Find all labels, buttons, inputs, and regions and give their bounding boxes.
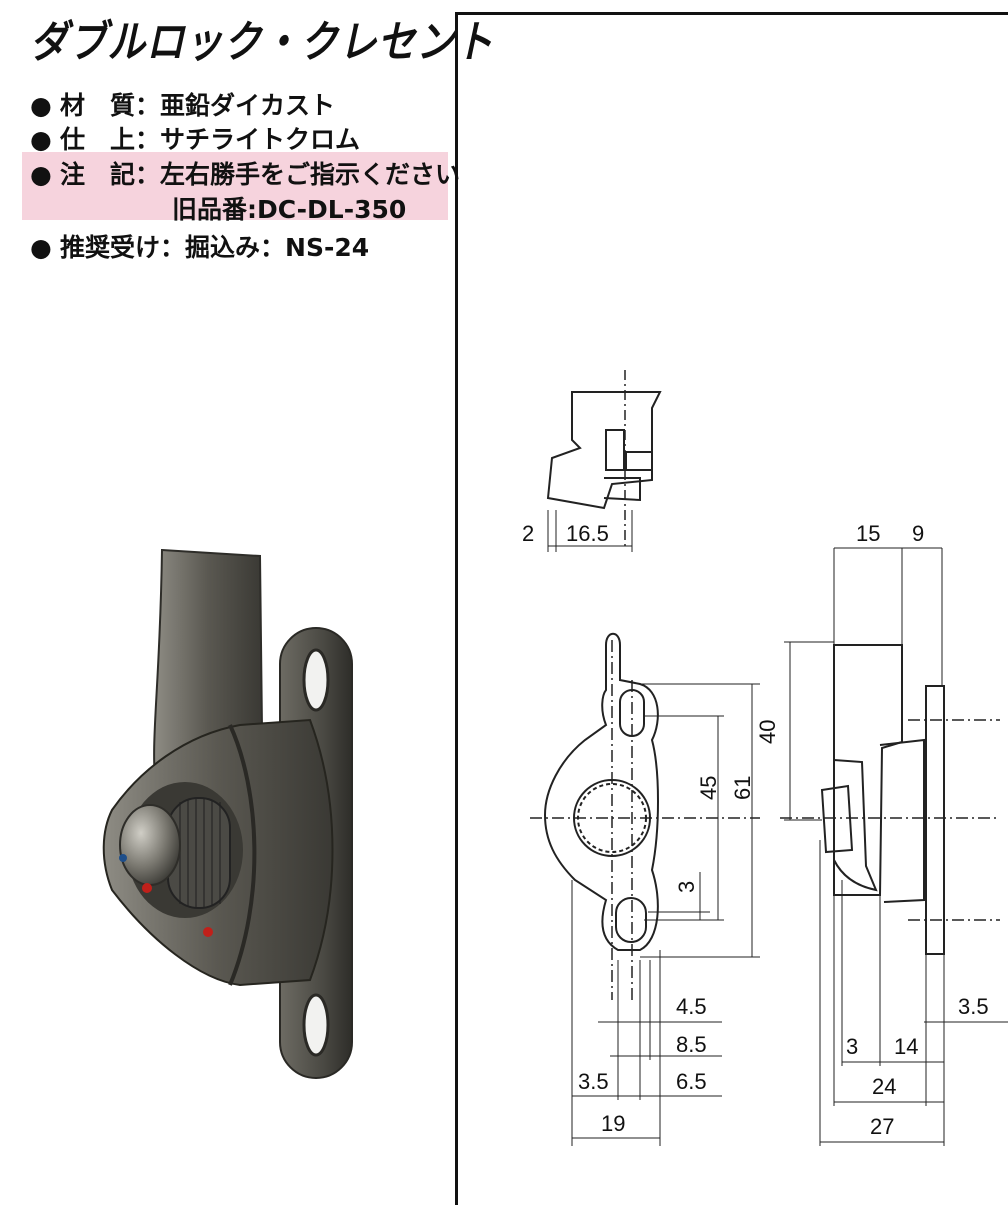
indicator-dot [203, 927, 213, 937]
bullet-icon: ● [30, 91, 52, 120]
product-title: ダブルロック・クレセント [30, 17, 494, 68]
dim-label: 2 [522, 521, 534, 546]
spec-finish: ● 仕 上：サチライトクロム [30, 120, 360, 156]
spec-sep: ： [135, 91, 161, 120]
spec-sep: ： [135, 160, 161, 189]
spec-note: ● 注 記：左右勝手をご指示ください [30, 155, 460, 191]
dim-label: 19 [601, 1111, 625, 1136]
screw-slot-bottom [302, 993, 330, 1057]
dim-label: 4.5 [676, 994, 707, 1019]
drawing-frame [455, 12, 1008, 1205]
spec-sep: ： [160, 233, 186, 262]
spec-value: 左右勝手をご指示ください [160, 160, 461, 189]
dim-label: 27 [870, 1114, 894, 1139]
dim-label: 3.5 [958, 994, 989, 1019]
spec-label: 注 記 [60, 160, 136, 189]
bullet-icon: ● [30, 125, 52, 154]
bullet-icon: ● [30, 160, 52, 189]
spec-receiver: ● 推奨受け：掘込み：NS-24 [30, 228, 369, 264]
dim-label: 24 [872, 1074, 896, 1099]
dim-label: 9 [912, 521, 924, 546]
dim-label: 6.5 [676, 1069, 707, 1094]
spec-label: 材 質 [60, 91, 136, 120]
dim-label: 15 [856, 521, 880, 546]
dim-label: 40 [755, 720, 780, 744]
spec-label: 仕 上 [60, 125, 136, 154]
dim-label: 8.5 [676, 1032, 707, 1057]
dim-label: 16.5 [566, 521, 609, 546]
spec-label: 推奨受け [60, 233, 161, 262]
old-part-number: 旧品番:DC-DL-350 [172, 195, 407, 224]
bullet-icon: ● [30, 233, 52, 262]
spec-value: 掘込み：NS-24 [185, 233, 370, 262]
spec-material: ● 材 質：亜鉛ダイカスト [30, 86, 335, 122]
dim-label: 3 [674, 881, 699, 893]
dim-label: 3.5 [578, 1069, 609, 1094]
spec-value: 亜鉛ダイカスト [160, 91, 336, 120]
product-photo [102, 548, 353, 1079]
dim-label: 45 [696, 776, 721, 800]
spec-value: サチライトクロム [160, 125, 361, 154]
dim-label: 14 [894, 1034, 918, 1059]
dim-label: 61 [730, 776, 755, 800]
spec-sep: ： [135, 125, 161, 154]
dim-label: 3 [846, 1034, 858, 1059]
screw-slot-top [302, 648, 330, 712]
indicator-dot [142, 883, 152, 893]
note-highlight [22, 152, 448, 220]
